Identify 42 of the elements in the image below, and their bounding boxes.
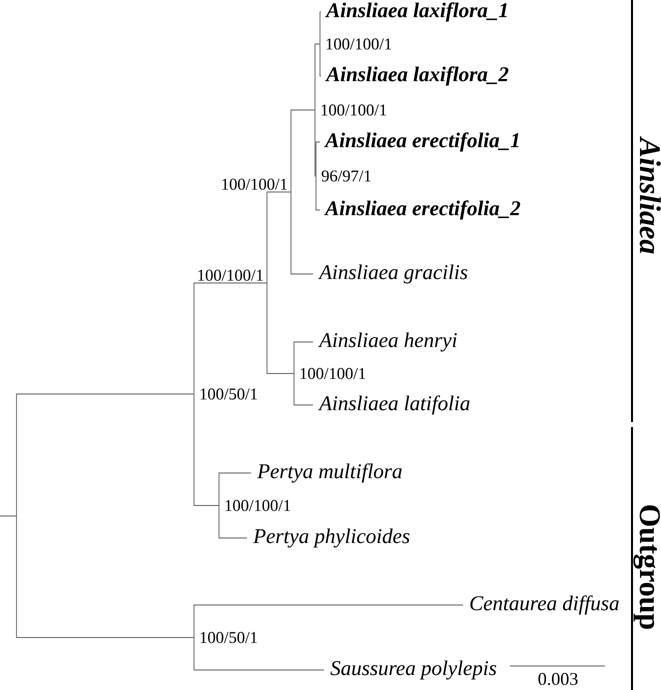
branch xyxy=(194,394,220,506)
branch xyxy=(290,110,316,192)
branch xyxy=(320,12,322,44)
taxon-label: Ainsliaea henryi xyxy=(318,332,457,352)
taxon-label: Ainsliaea erectifolia_1 xyxy=(324,132,518,152)
support-value: 100/100/1 xyxy=(198,270,263,281)
clade-label: Ainsliaea xyxy=(640,136,661,254)
taxon-label: Ainsliaea laxiflora_2 xyxy=(325,66,508,86)
taxon-label: Ainsliaea laxiflora_1 xyxy=(325,2,507,22)
branch xyxy=(218,505,248,538)
support-value: 100/100/1 xyxy=(300,368,366,380)
branch xyxy=(194,604,464,638)
support-value: 100/100/1 xyxy=(326,38,392,50)
taxon-label: Pertya phylicoides xyxy=(253,528,410,548)
branch xyxy=(294,373,314,406)
taxon-label: Pertya multiflora xyxy=(257,463,402,483)
branch xyxy=(314,44,320,110)
branch xyxy=(218,472,252,506)
support-value: 96/97/1 xyxy=(322,170,371,182)
branch xyxy=(266,192,292,284)
branch xyxy=(314,110,316,176)
support-value: 100/100/1 xyxy=(226,500,290,512)
branch xyxy=(320,44,322,76)
taxon-label: Ainsliaea erectifolia_2 xyxy=(324,200,520,220)
taxon-label: Ainsliaea latifolia xyxy=(318,395,470,415)
branch xyxy=(290,192,314,274)
branch xyxy=(0,516,194,638)
taxon-label: Saussurea polylepis xyxy=(330,660,496,680)
branch xyxy=(316,142,320,176)
support-value: 100/100/1 xyxy=(222,178,287,190)
taxon-label: Centaurea diffusa xyxy=(470,595,619,615)
branch xyxy=(266,282,294,374)
taxon-label: Ainsliaea gracilis xyxy=(318,264,468,284)
support-value: 100/100/1 xyxy=(322,104,386,116)
branch xyxy=(194,282,268,394)
branch xyxy=(194,637,324,670)
scale-label: 0.003 xyxy=(538,672,578,686)
support-value: 100/50/1 xyxy=(200,388,257,400)
branch xyxy=(294,342,314,374)
branch xyxy=(316,176,320,210)
clade-label: Outgroup xyxy=(633,505,660,629)
support-value: 100/50/1 xyxy=(200,632,257,644)
